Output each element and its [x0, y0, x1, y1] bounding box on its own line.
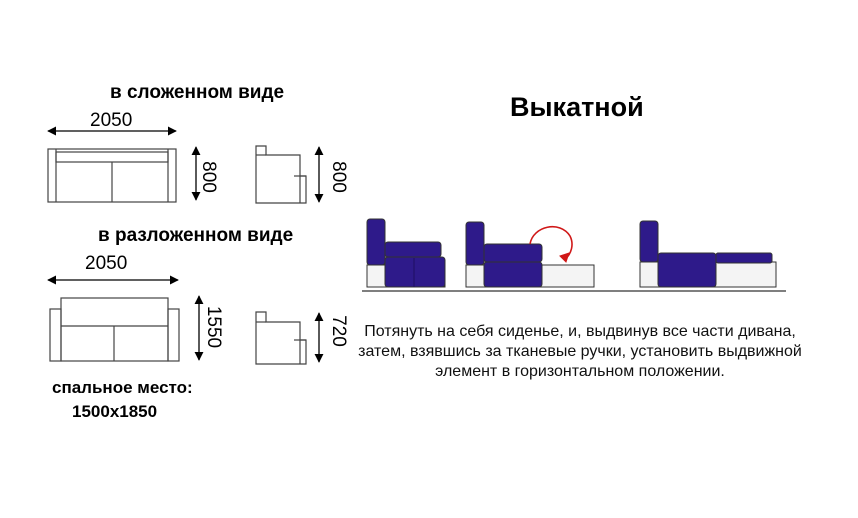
- unfolded-width-label: 2050: [85, 253, 128, 274]
- unfolded-front-view: [49, 297, 180, 362]
- folded-front-view: [47, 148, 177, 203]
- mechanism-step-2: [465, 221, 595, 288]
- mechanism-title: Выкатной: [510, 92, 644, 122]
- folded-heading: в сложенном виде: [110, 82, 285, 103]
- sleeping-place-size: 1500x1850: [72, 402, 158, 421]
- folded-width-label: 2050: [90, 110, 133, 131]
- mechanism-step-1: [366, 218, 446, 288]
- mechanism-instructions: Потянуть на себя сиденье, и, выдвинув вс…: [358, 323, 802, 380]
- mechanism-step-3: [639, 220, 777, 288]
- folded-side-view: [255, 145, 307, 204]
- unfolded-side-view: [255, 311, 307, 365]
- sleeping-place-label: спальное место:: [52, 378, 193, 397]
- rotation-arrow: [529, 226, 573, 261]
- unfolded-heading: в разложенном виде: [98, 225, 294, 246]
